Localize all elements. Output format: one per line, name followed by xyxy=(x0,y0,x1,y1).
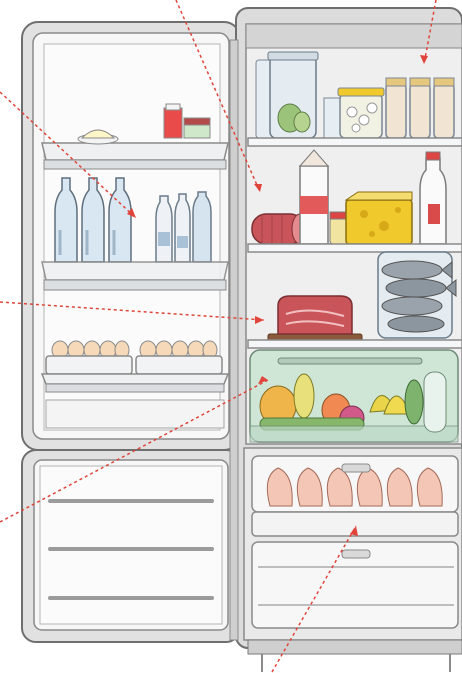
fish-icon xyxy=(378,252,456,338)
vegetable-crisper xyxy=(250,350,458,442)
fridge-door xyxy=(22,22,240,450)
jar-icon xyxy=(338,88,384,138)
bottle-icon xyxy=(156,196,172,262)
meat-icon xyxy=(268,296,362,342)
jar-icon xyxy=(256,52,318,138)
bottle-icon xyxy=(175,194,190,262)
bottle-icon xyxy=(193,192,211,262)
jar-icon xyxy=(386,78,454,138)
milk-carton-icon xyxy=(300,150,328,244)
freezer-door xyxy=(22,450,240,642)
cheese-icon xyxy=(346,192,412,244)
freezer-drawers xyxy=(252,456,458,628)
